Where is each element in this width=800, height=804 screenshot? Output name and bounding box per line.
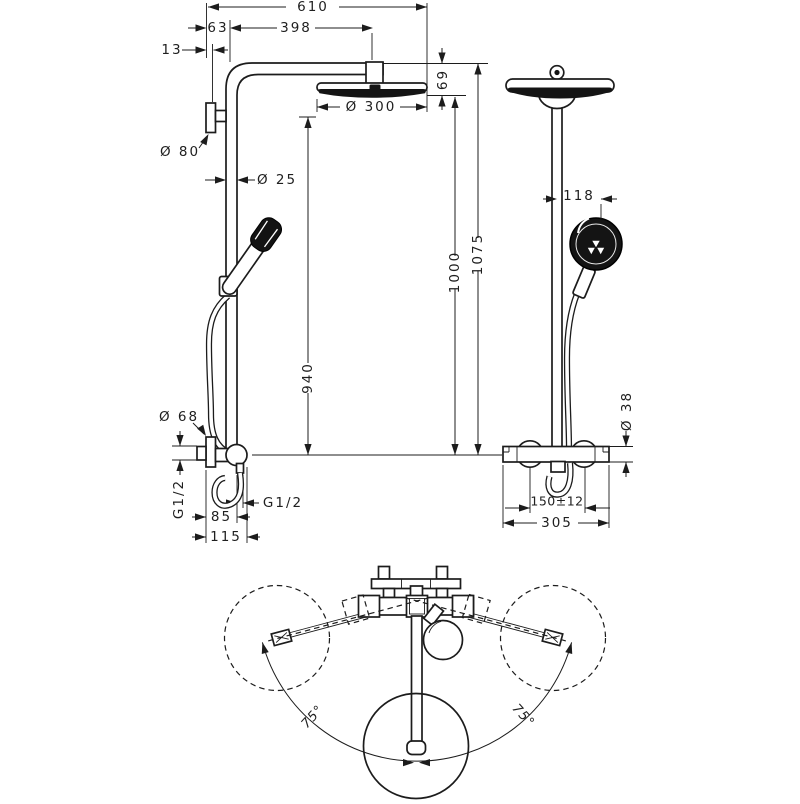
dim-dia300-label: Ø 300 [346, 99, 397, 115]
front-hose-loop [545, 462, 574, 498]
dim-13-label: 13 [161, 42, 182, 58]
valve-top-view [357, 565, 475, 618]
dim-dia68-label: Ø 68 [159, 409, 199, 425]
front-hose [563, 292, 580, 450]
thermostat-valve-front [502, 439, 610, 473]
dim-dia25-label: Ø 25 [257, 172, 297, 188]
thermostat-valve [196, 436, 248, 474]
front-elevation-view [502, 64, 623, 498]
side-elevation-dimensions: 610 63 398 13 Ø 80 Ø 25 Ø 300 69 [159, 0, 502, 545]
dim-g12-supply-label: G1/2 [171, 479, 187, 519]
dim-150-label: 150±12 [530, 494, 583, 509]
dim-305-label: 305 [541, 515, 573, 531]
swivel-arc [261, 642, 573, 762]
arm-top-view [410, 615, 423, 745]
holder-top-view [422, 619, 464, 661]
valve-body [502, 445, 610, 463]
dim-610-label: 610 [297, 0, 329, 15]
handshower-handle-front [572, 265, 596, 299]
head-nut [369, 84, 381, 90]
handshower-face [569, 217, 623, 271]
hose-outlet-nut [235, 462, 245, 474]
shower-hose-loop [211, 472, 245, 509]
front-pipe [551, 95, 563, 449]
dim-115-label: 115 [210, 529, 242, 545]
dim-1000-label: 1000 [447, 251, 463, 293]
swivel-position-right [499, 584, 607, 692]
side-elevation-view [196, 61, 428, 509]
dim-g12-outlet-label: G1/2 [263, 495, 303, 511]
angle-75-left-label: 75° [299, 702, 328, 731]
dim-69-label: 69 [435, 69, 451, 90]
dim-398-label: 398 [280, 20, 312, 36]
dim-118: 118 [543, 188, 617, 219]
swivel-position-left [223, 584, 331, 692]
dim-118-label: 118 [563, 188, 595, 204]
overhead-shower-front-face [507, 87, 613, 99]
dim-dia38-label: Ø 38 [619, 391, 635, 431]
hand-shower [221, 217, 283, 296]
dim-63-label: 63 [207, 20, 228, 36]
dim-85-label: 85 [211, 509, 232, 525]
wall-plate-connector [214, 109, 227, 123]
valve-handle [225, 443, 248, 467]
plan-view: 75° 75° [223, 565, 607, 800]
overhead-shower-face [318, 89, 426, 98]
dim-1075-label: 1075 [470, 233, 486, 275]
head-top-view [362, 692, 470, 800]
front-elevation-dimensions: Ø 38 150±12 305 [502, 391, 635, 531]
angle-75-right-label: 75° [509, 701, 538, 730]
wall-plate [205, 102, 217, 134]
dim-dia80-label: Ø 80 [160, 144, 200, 160]
dim-940-label: 940 [300, 362, 316, 394]
